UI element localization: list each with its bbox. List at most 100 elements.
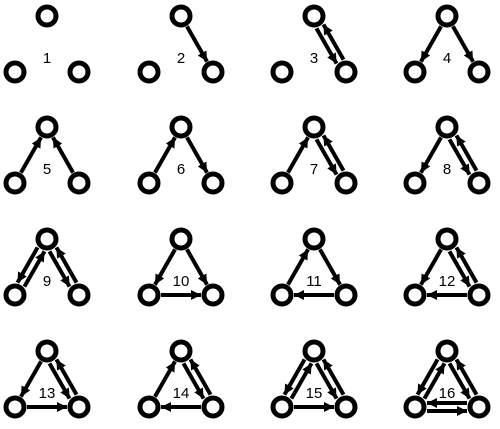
triad-4: 4 <box>403 4 491 84</box>
node-R <box>201 171 225 195</box>
edge-T-R <box>314 27 339 65</box>
node-T <box>169 227 193 251</box>
node-T <box>435 115 459 139</box>
triad-15: 15 <box>270 339 358 419</box>
edge-T-L <box>415 358 440 396</box>
node-R <box>201 395 225 419</box>
edge-L-T <box>153 136 177 174</box>
node-R <box>67 171 91 195</box>
node-L <box>270 171 294 195</box>
triad-3: 3 <box>270 4 358 84</box>
edge-L-T <box>286 136 310 174</box>
edge-R-T <box>321 134 346 172</box>
node-R <box>67 283 91 307</box>
triad-12: 12 <box>403 227 491 307</box>
edge-R-T <box>54 246 79 284</box>
triad-10: 10 <box>137 227 225 307</box>
triad-5: 5 <box>3 115 91 195</box>
node-T <box>435 339 459 363</box>
edge-T-R <box>447 250 472 288</box>
node-R <box>467 395 491 419</box>
node-R <box>467 171 491 195</box>
edge-T-L <box>19 360 43 398</box>
edge-T-R <box>451 25 475 63</box>
edge-R-T <box>454 358 479 396</box>
edge-T-R <box>318 248 342 286</box>
node-L <box>270 395 294 419</box>
edge-R-T <box>454 246 479 284</box>
triad-label: 2 <box>177 50 185 67</box>
triad-6: 6 <box>137 115 225 195</box>
triad-label: 10 <box>173 273 190 290</box>
triad-label: 11 <box>306 273 322 290</box>
triad-13: 13 <box>3 339 91 419</box>
edge-L-T <box>422 362 447 400</box>
node-T <box>302 115 326 139</box>
edge-R-T <box>51 136 75 174</box>
node-T <box>35 115 59 139</box>
edge-R-T <box>454 134 479 172</box>
triad-label: 3 <box>310 50 318 67</box>
edge-R-T <box>188 358 213 396</box>
triad-label: 12 <box>439 273 456 290</box>
node-L <box>3 283 27 307</box>
triad-1: 1 <box>3 4 91 84</box>
edge-L-T <box>286 248 310 286</box>
node-T <box>302 227 326 251</box>
triad-label: 9 <box>43 273 51 290</box>
triad-16: 16 <box>403 339 491 419</box>
edge-T-R <box>47 362 72 400</box>
node-R <box>467 60 491 84</box>
edge-L-T <box>289 362 314 400</box>
edge-T-R <box>447 138 472 176</box>
node-L <box>3 395 27 419</box>
triad-7: 7 <box>270 115 358 195</box>
node-L <box>270 283 294 307</box>
triad-14: 14 <box>137 339 225 419</box>
triad-label: 14 <box>173 385 190 402</box>
triad-label: 8 <box>443 161 451 178</box>
triad-label: 16 <box>439 385 456 402</box>
edge-T-R <box>185 25 209 63</box>
node-L <box>137 283 161 307</box>
edge-T-R <box>314 362 339 400</box>
edge-R-T <box>321 358 346 396</box>
triad-label: 4 <box>443 50 451 67</box>
node-T <box>169 4 193 28</box>
node-L <box>3 171 27 195</box>
node-T <box>435 4 459 28</box>
node-R <box>201 60 225 84</box>
node-T <box>35 227 59 251</box>
node-T <box>435 227 459 251</box>
triad-2: 2 <box>137 4 225 84</box>
triad-label: 6 <box>177 161 185 178</box>
node-R <box>67 60 91 84</box>
edge-T-R <box>314 138 339 176</box>
node-L <box>3 60 27 84</box>
triad-label: 15 <box>306 385 323 402</box>
edge-T-L <box>282 358 307 396</box>
triad-label: 1 <box>43 50 51 67</box>
edge-L-T <box>153 360 177 398</box>
triad-label: 7 <box>310 161 318 178</box>
edge-T-R <box>181 362 206 400</box>
node-L <box>403 60 427 84</box>
triad-9: 9 <box>3 227 91 307</box>
node-L <box>403 283 427 307</box>
node-L <box>137 395 161 419</box>
edge-T-L <box>419 136 443 174</box>
node-T <box>169 115 193 139</box>
edge-T-R <box>185 248 209 286</box>
edge-R-T <box>54 358 79 396</box>
node-L <box>270 60 294 84</box>
triad-label: 13 <box>39 385 56 402</box>
node-T <box>169 339 193 363</box>
node-T <box>35 4 59 28</box>
node-L <box>403 171 427 195</box>
edge-T-L <box>153 248 177 286</box>
edge-T-L <box>419 25 443 63</box>
node-R <box>201 283 225 307</box>
node-R <box>334 171 358 195</box>
edge-T-R <box>447 362 472 400</box>
